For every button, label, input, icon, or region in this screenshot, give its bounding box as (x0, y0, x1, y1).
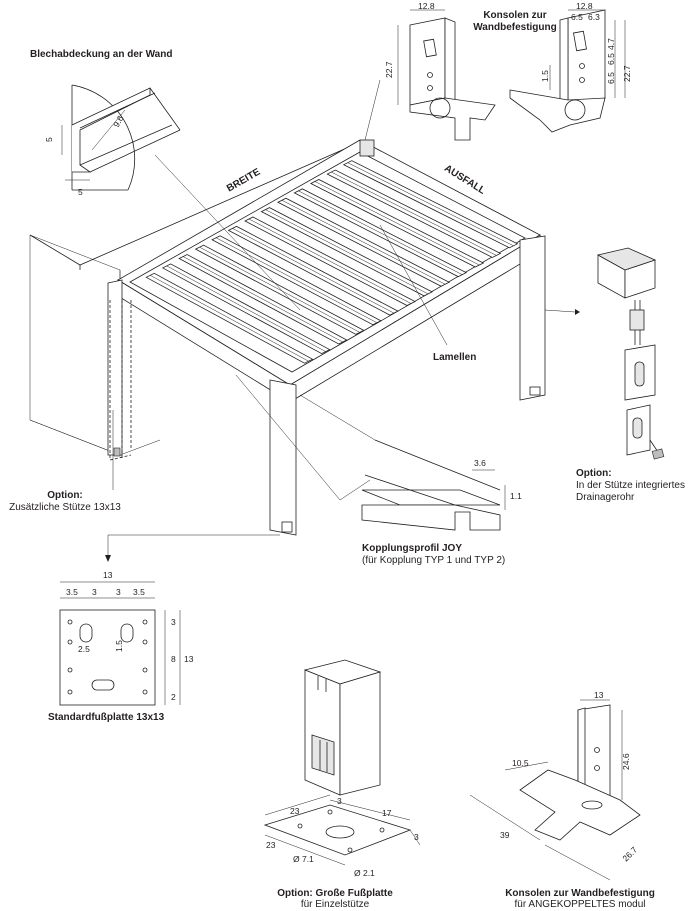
lamelle-edge (281, 200, 446, 285)
lamelle-edge (232, 228, 395, 314)
fp-dim-1-5: 1.5 (114, 640, 124, 652)
label-konsolen-angek-sub: für ANGEKOPPELTES modul (514, 899, 646, 910)
gf-dim-17: 17 (382, 808, 392, 818)
label-fussplatte: Standardfußplatte 13x13 (48, 712, 165, 723)
kopplungsprofil-detail: 3.6 1.1 (361, 439, 522, 531)
lamelle-edge (150, 275, 309, 362)
label-kopplungsprofil-sub: (für Kopplung TYP 1 und TYP 2) (362, 555, 506, 566)
drainage-detail (596, 247, 665, 460)
blech-dim-5a: 5 (44, 137, 54, 142)
fp-dim-3-5a: 3.5 (66, 587, 78, 597)
lamelle-edge (199, 246, 360, 333)
lamelle-edge (183, 256, 343, 343)
lamelle-edge (314, 181, 480, 266)
lamelle-edge (215, 237, 377, 323)
konsolen-wand-detail: 12.8 22.7 12.8 6.5 6.3 4.7 6.5 6.5 22.7 … (384, 1, 632, 141)
gf-dim-3-top: 3 (337, 796, 342, 806)
kons-dim-4-7: 4.7 (606, 38, 616, 50)
fussplatte-detail: 13 3.5 3 3 3.5 3 8 13 2 2.5 1.5 (59, 570, 194, 706)
label-kopplungsprofil-title: Kopplungsprofil JOY (362, 543, 462, 554)
grosse-fussplatte-detail: 23 3 17 3 23 Ø 7.1 Ø 2.1 (263, 659, 421, 878)
kopp-dim-1-1: 1.1 (510, 491, 522, 501)
fp-dim-3a: 3 (92, 587, 97, 597)
ak-dim-10-5: 10.5 (512, 758, 529, 768)
blech-dim-5b: 5 (78, 187, 83, 197)
label-option-stuetze-sub: Zusätzliche Stütze 13x13 (9, 502, 121, 513)
kons-dim-12-8-right: 12.8 (576, 1, 593, 11)
gf-dim-23-left: 23 (266, 840, 276, 850)
ak-dim-39: 39 (500, 830, 510, 840)
fp-dim-3b: 3 (116, 587, 121, 597)
label-gross-fussplatte-title: Option: Große Fußplatte (277, 888, 393, 899)
fp-dim-13-top: 13 (103, 570, 113, 580)
kons-dim-6-5b: 6.5 (606, 53, 616, 65)
kons-dim-6-3: 6.3 (588, 12, 600, 22)
konsolen-angekoppelt-detail: 13 10.5 24.6 39 26.7 (469, 690, 641, 881)
label-blechabdeckung: Blechabdeckung an der Wand (30, 49, 173, 60)
lamelle-edge (166, 265, 326, 352)
leader-lines (105, 79, 580, 562)
ak-dim-13: 13 (594, 690, 604, 700)
ak-dim-24-6: 24.6 (621, 753, 631, 770)
kons-dim-1-5: 1.5 (540, 70, 550, 82)
fp-dim-3-5b: 3.5 (133, 587, 145, 597)
fp-dim-3-right: 3 (171, 617, 176, 627)
kons-dim-6-5c: 6.5 (606, 72, 616, 84)
lamellen (145, 160, 519, 364)
kons-dim-6-5a: 6.5 (571, 12, 583, 22)
lamelle-edge (265, 209, 429, 295)
label-lamellen: Lamellen (433, 352, 477, 363)
blechabdeckung-detail: 5 9.6 5 (44, 84, 181, 197)
kons-dim-22-7-right: 22.7 (622, 65, 632, 82)
lamelle-edge (298, 190, 463, 275)
gf-dim-23-top: 23 (290, 806, 300, 816)
lamelle-edge (347, 162, 514, 247)
kons-dim-12-8-left: 12.8 (418, 1, 435, 11)
fp-dim-2-5: 2.5 (78, 644, 90, 654)
kons-dim-22-7-left: 22.7 (384, 61, 394, 78)
label-option-drain-title: Option: (576, 468, 612, 479)
gf-dim-3-right: 3 (414, 832, 419, 842)
fp-dim-8: 8 (171, 654, 176, 664)
lamelle-edge (248, 218, 412, 304)
kopp-dim-3-6: 3.6 (474, 458, 486, 468)
label-konsolen-wand: Konsolen zur Wandbefestigung (473, 10, 557, 33)
fp-dim-2: 2 (171, 692, 176, 702)
gf-dim-d71: Ø 7.1 (293, 854, 314, 864)
blech-dim-96: 9.6 (111, 114, 126, 129)
ak-dim-26-7: 26.7 (620, 844, 639, 863)
label-gross-fussplatte-sub: für Einzelstütze (300, 899, 370, 910)
gf-dim-d21: Ø 2.1 (354, 868, 375, 878)
label-option-drain-sub-2: Drainagerohr (576, 492, 635, 503)
label-option-drain-sub-1: In der Stütze integriertes (576, 480, 685, 491)
lamelle-edge (331, 171, 497, 256)
fp-dim-13-right: 13 (184, 654, 194, 664)
label-konsolen-angek-title: Konsolen zur Wandbefestigung (505, 888, 655, 899)
label-option-stuetze-title: Option: (47, 490, 83, 501)
